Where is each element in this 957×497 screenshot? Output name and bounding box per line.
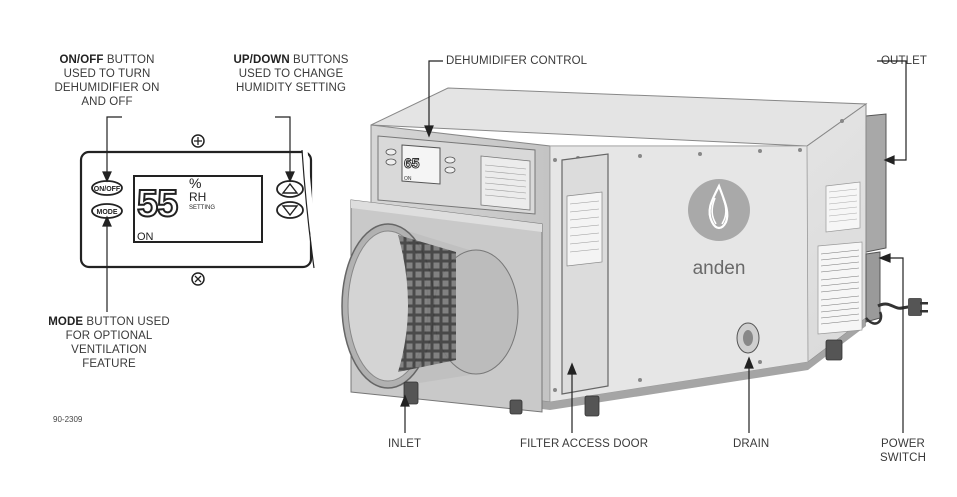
rh-label: RH	[189, 190, 206, 204]
mini-display-value: 65	[404, 155, 420, 171]
lcd-display	[133, 175, 263, 243]
onoff-button[interactable]: ON/OFF	[91, 180, 123, 196]
power-switch-and-cord	[865, 251, 928, 325]
mini-display-on: ON	[404, 176, 412, 182]
panel-callout-lines	[102, 116, 295, 312]
down-button[interactable]	[276, 201, 304, 219]
svg-text:MODE: MODE	[97, 209, 118, 216]
inlet-label: INLET	[388, 438, 422, 450]
updown-callout: UP/DOWN BUTTONS USED TO CHANGE HUMIDITY …	[233, 54, 349, 94]
svg-text:ON/OFF: ON/OFF	[94, 186, 121, 193]
top-screw-icon	[191, 134, 205, 148]
dehumidifier-control-label: DEHUMIDIFER CONTROL	[446, 55, 588, 67]
dehumidifier-unit: 65 ON	[341, 87, 928, 417]
drain-fitting	[736, 322, 760, 354]
filter-access-door-label: FILTER ACCESS DOOR	[520, 438, 649, 450]
setting-label: SETTING	[189, 205, 215, 211]
document-code: 90-2309	[53, 415, 83, 424]
brand-logo	[688, 179, 750, 241]
filter-access-door[interactable]	[561, 153, 609, 395]
onoff-callout: ON/OFF BUTTON USED TO TURN DEHUMIDIFIER …	[54, 54, 160, 108]
control-panel: 55 % RH SETTING ON ON/OFF MODE	[79, 134, 319, 286]
inlet-duct	[341, 223, 519, 389]
warning-labels	[817, 181, 863, 335]
percent-sign: %	[189, 175, 201, 191]
unit-feet	[403, 339, 843, 417]
bottom-screw-icon	[191, 272, 205, 286]
mode-callout: MODE BUTTON USED FOR OPTIONAL VENTILATIO…	[48, 316, 170, 370]
power-switch-label: POWER SWITCH	[880, 438, 926, 464]
on-status: ON	[137, 231, 154, 243]
brand-name: anden	[693, 258, 746, 279]
drain-label: DRAIN	[733, 438, 770, 450]
mini-display	[401, 144, 441, 185]
instruction-label	[480, 155, 531, 211]
humidity-readout: 55	[137, 183, 178, 225]
unit-callout-lines	[400, 60, 907, 433]
up-button[interactable]	[276, 180, 304, 198]
